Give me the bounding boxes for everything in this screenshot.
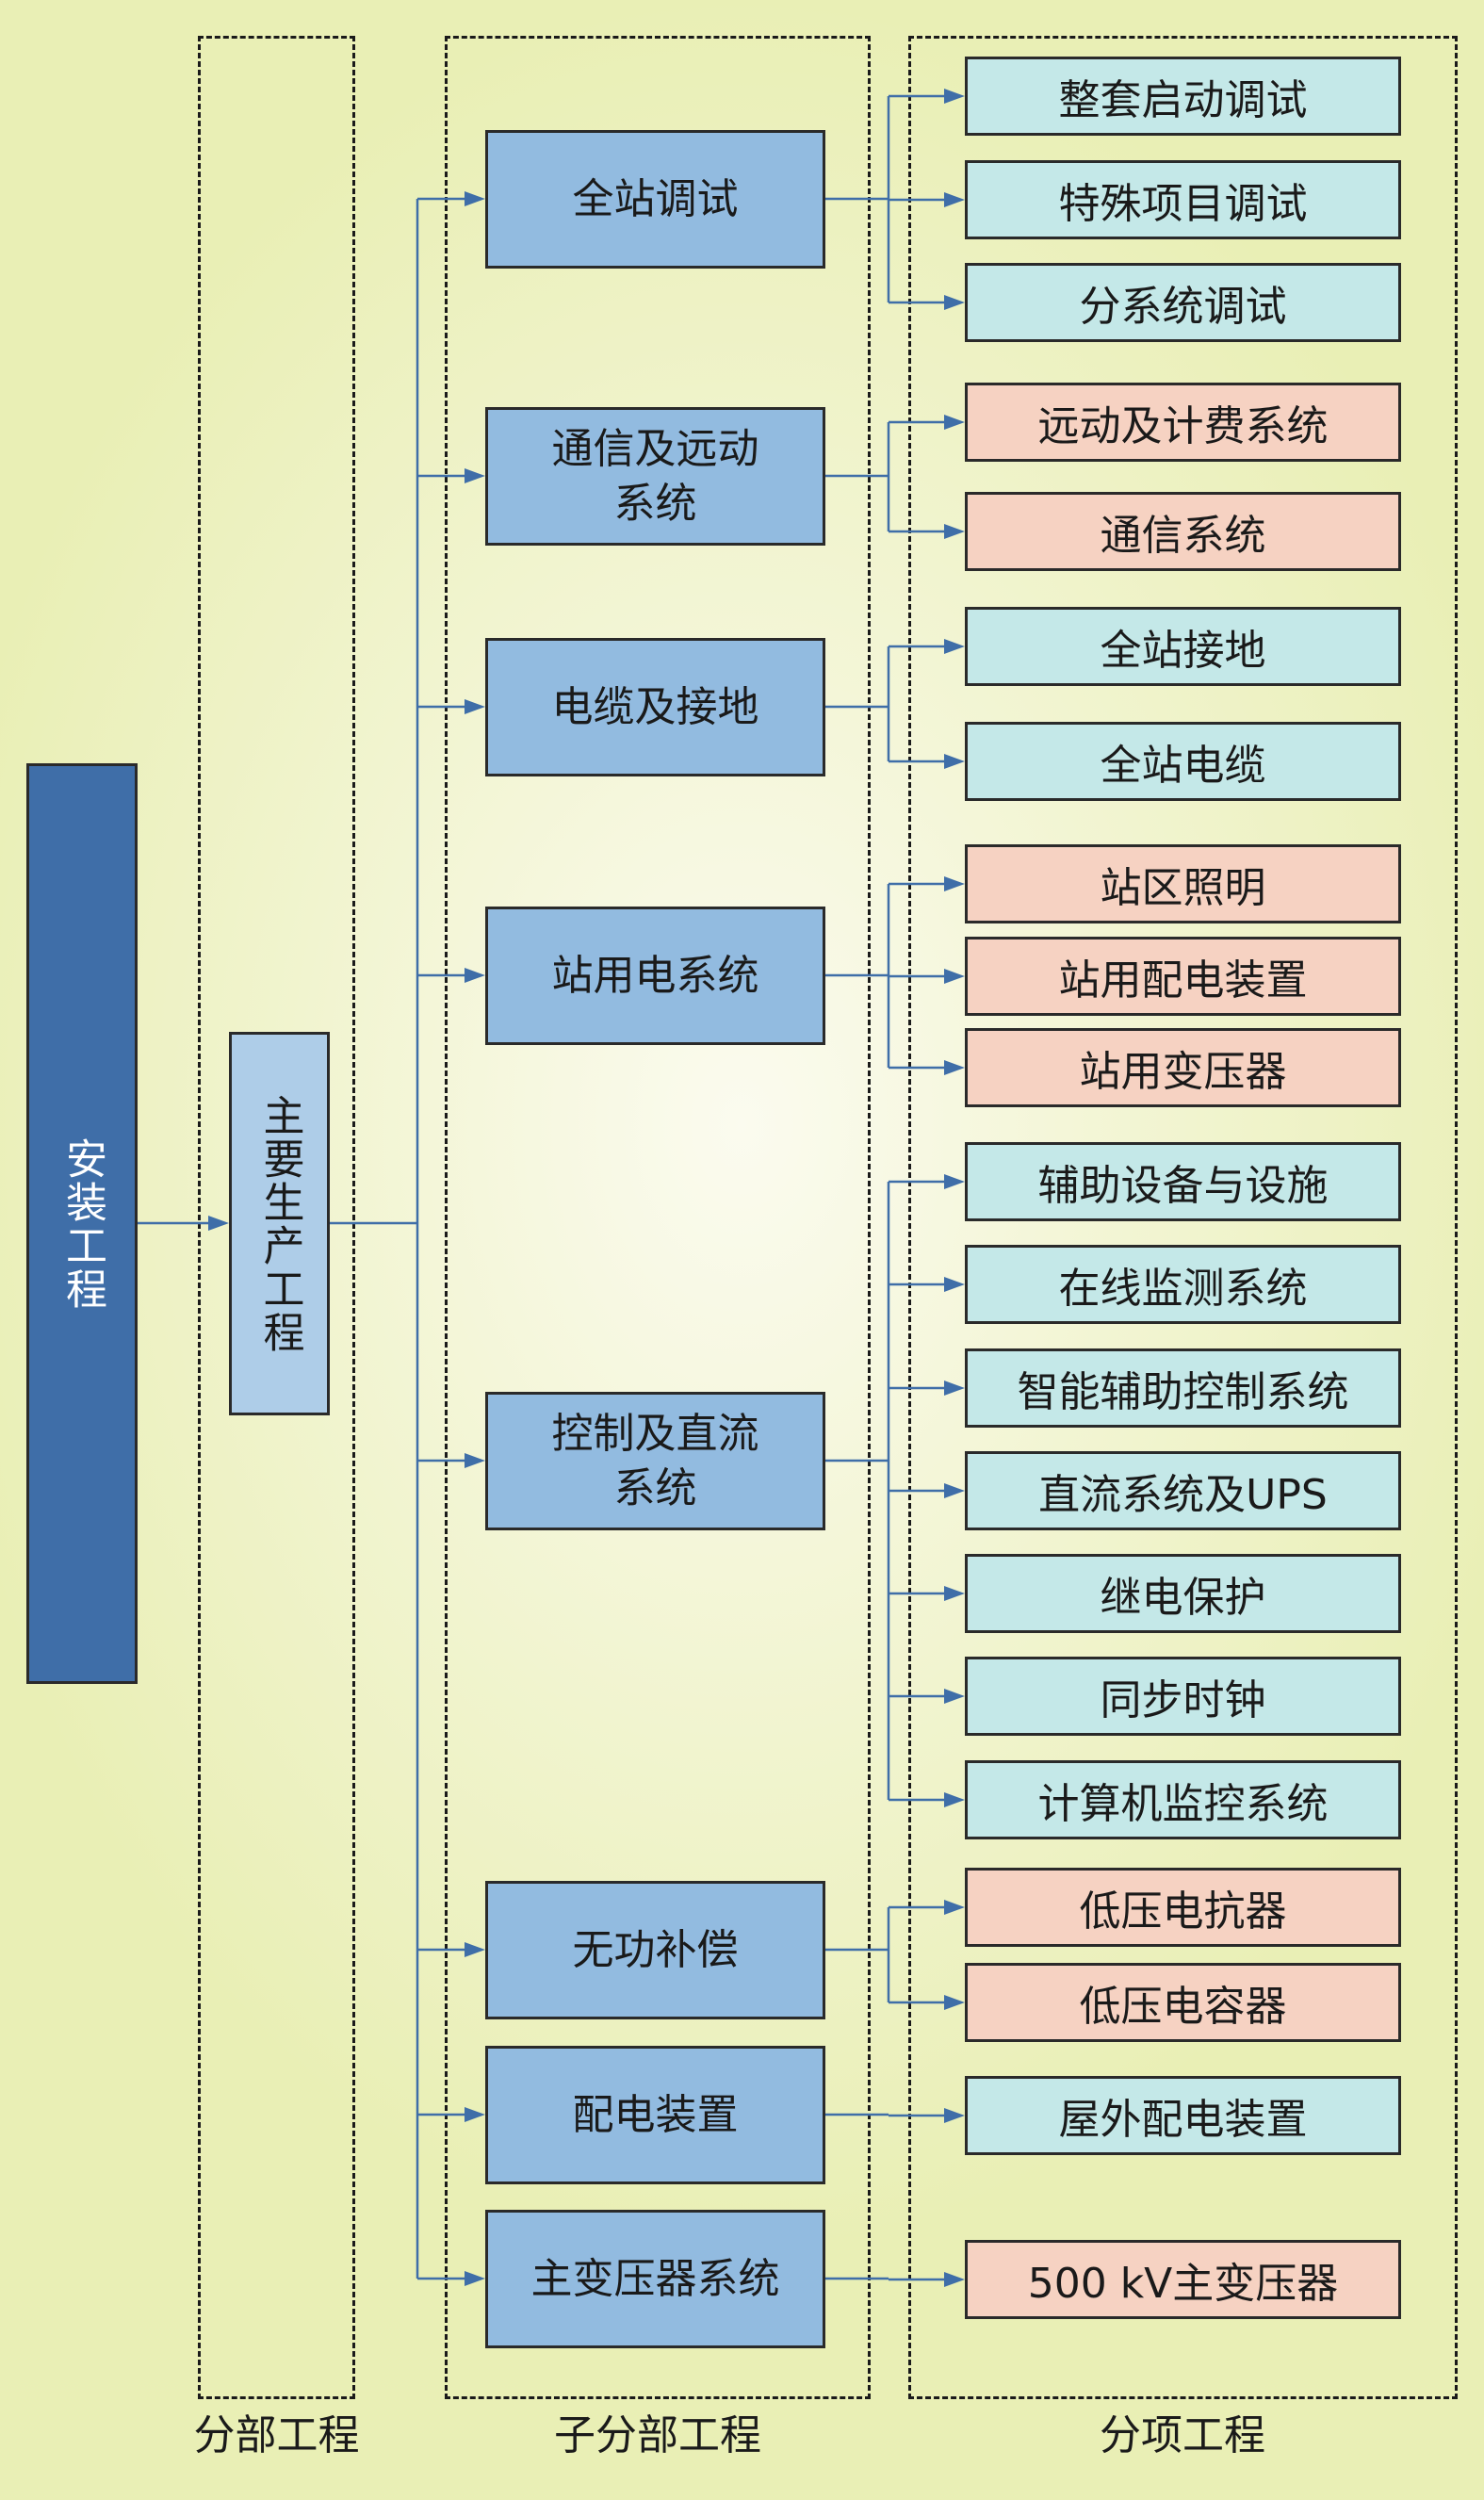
connector-arrow [944,1995,965,2010]
connector-arrow [944,2108,965,2123]
connector-arrow [944,1483,965,1498]
connector-arrow [944,415,965,430]
mid-node-full-station-test: 全站调试 [485,130,825,269]
connector-arrow [944,1174,965,1189]
connector-arrow [944,89,965,104]
mid-node-communication: 通信及远动 系统 [485,407,825,546]
connector-arrow [944,192,965,207]
leaf-node: 全站接地 [965,607,1401,686]
leaf-node: 通信系统 [965,492,1401,571]
connector-arrow [944,1586,965,1601]
connector-arrow [465,191,485,206]
leaf-node: 屋外配电装置 [965,2076,1401,2155]
connector-arrow [208,1216,229,1231]
leaf-node: 同步时钟 [965,1657,1401,1736]
leaf-node: 直流系统及UPS [965,1451,1401,1530]
sub-node: 主要生产工程 [229,1032,330,1415]
leaf-node: 站区照明 [965,844,1401,923]
connector-arrow [465,699,485,714]
connector-arrow [944,1689,965,1704]
leaf-node: 在线监测系统 [965,1245,1401,1324]
root-node: 安装工程 [26,763,138,1684]
mid-node-station-power: 站用电系统 [485,907,825,1045]
column-label-sub-branch: 子分部工程 [554,2411,761,2459]
mid-node-main-transformer: 主变压器系统 [485,2210,825,2348]
leaf-node: 500 kV主变压器 [965,2240,1401,2319]
leaf-node: 低压电容器 [965,1963,1401,2042]
connector-arrow [944,1277,965,1292]
connector-arrow [465,968,485,983]
leaf-node: 特殊项目调试 [965,160,1401,239]
connector-arrow [465,1942,485,1957]
connector-arrow [944,969,965,984]
leaf-node: 智能辅助控制系统 [965,1348,1401,1428]
sub-branch-column-frame [445,36,871,2399]
connector-arrow [944,1900,965,1915]
leaf-node: 计算机监控系统 [965,1760,1401,1839]
leaf-node: 继电保护 [965,1554,1401,1633]
column-label-branch: 分部工程 [193,2411,360,2459]
connector-arrow [944,1792,965,1807]
leaf-node: 远动及计费系统 [965,383,1401,462]
leaf-node: 整套启动调试 [965,57,1401,136]
mid-node-reactive-compensation: 无功补偿 [485,1881,825,2019]
connector-arrow [944,1381,965,1396]
connector-arrow [465,1453,485,1468]
connector-arrow [465,2271,485,2286]
connector-arrow [465,468,485,483]
mid-node-cable-grounding: 电缆及接地 [485,638,825,776]
mid-node-control-dc: 控制及直流 系统 [485,1392,825,1530]
item-column-frame [908,36,1458,2399]
branch-column-frame [198,36,355,2399]
connector-arrow [944,1060,965,1075]
connector-arrow [944,639,965,654]
connector-arrow [944,754,965,769]
leaf-node: 辅助设备与设施 [965,1142,1401,1221]
leaf-node: 站用变压器 [965,1028,1401,1107]
leaf-node: 分系统调试 [965,263,1401,342]
leaf-node: 低压电抗器 [965,1868,1401,1947]
connector-arrow [944,876,965,891]
connector-arrow [944,2272,965,2287]
connector-arrow [944,524,965,539]
connector-arrow [944,295,965,310]
leaf-node: 全站电缆 [965,722,1401,801]
column-label-item: 分项工程 [1100,2411,1265,2459]
connector-arrow [465,2107,485,2122]
mid-node-switchgear: 配电装置 [485,2046,825,2184]
leaf-node: 站用配电装置 [965,937,1401,1016]
